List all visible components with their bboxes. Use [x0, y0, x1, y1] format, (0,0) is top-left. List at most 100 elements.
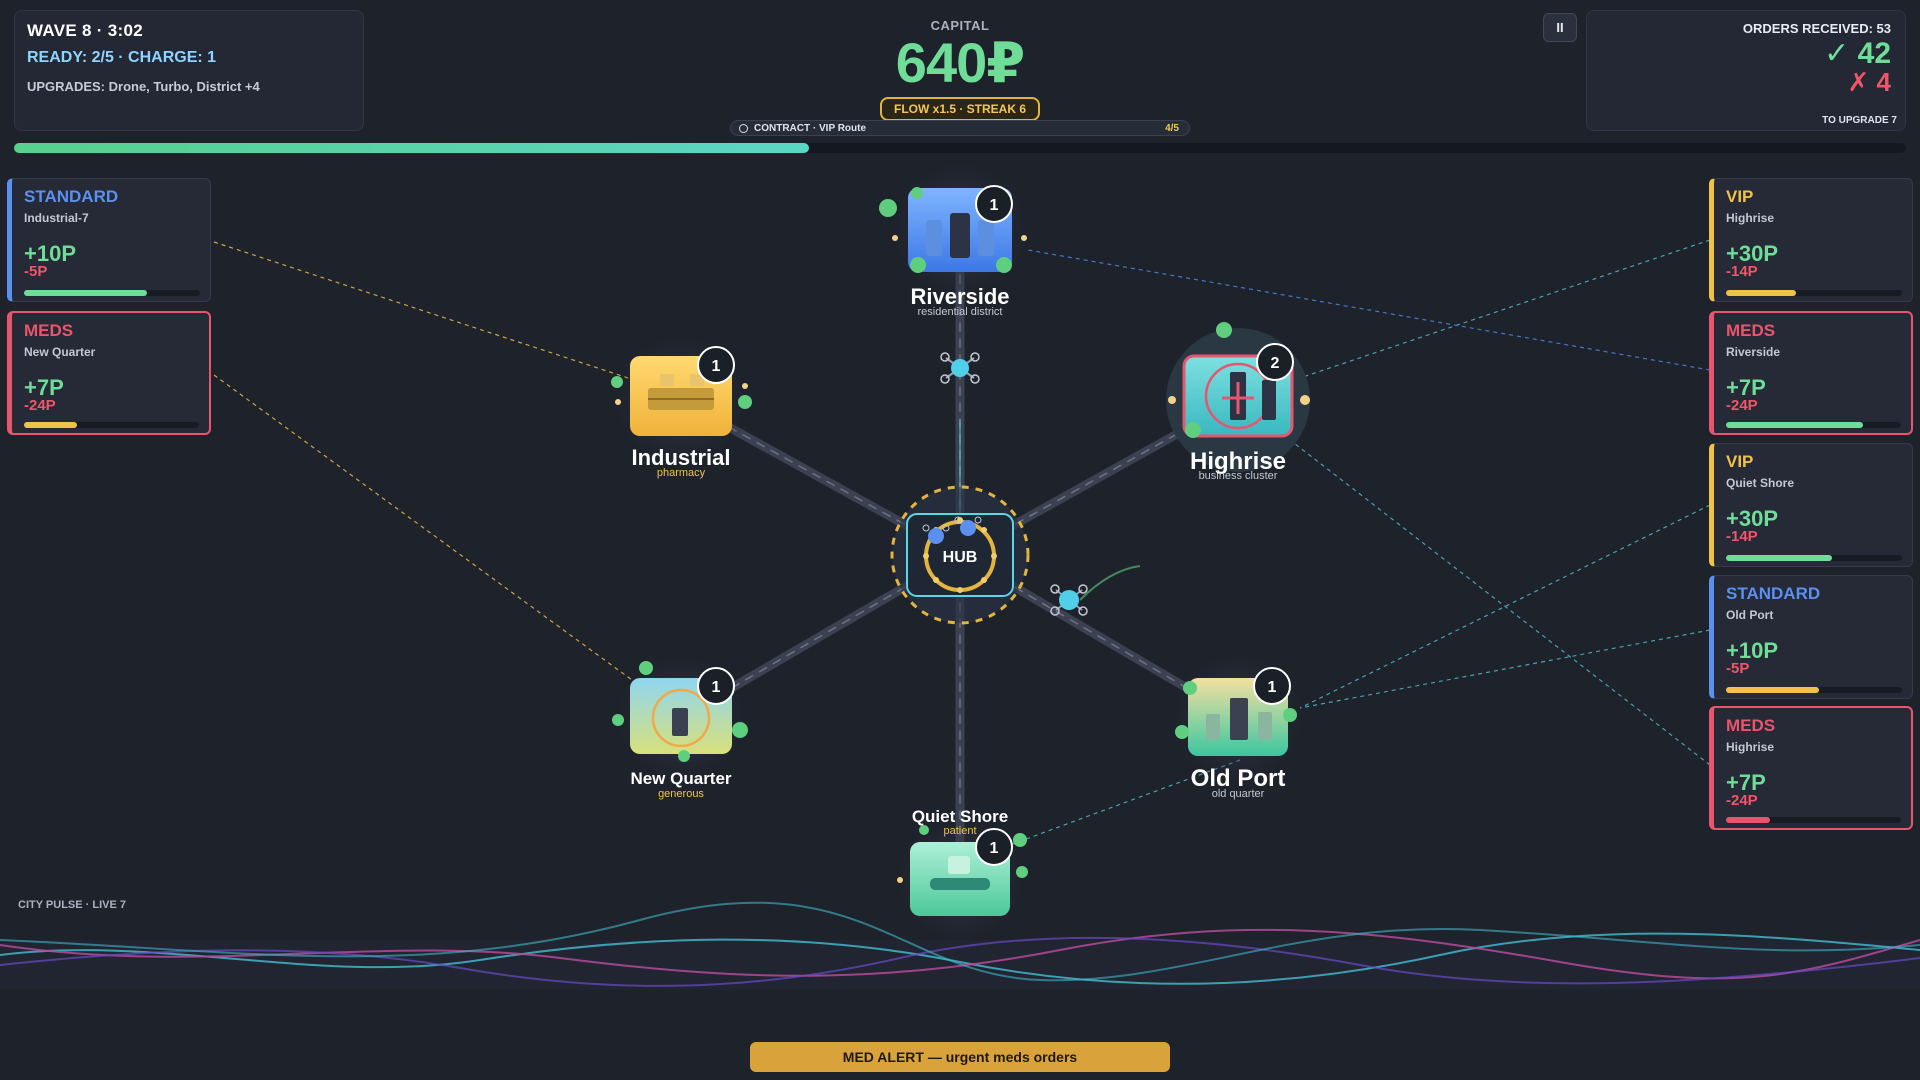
order-timer-bar — [1726, 817, 1901, 823]
district-subtitle-quiet-shore: patient — [943, 825, 977, 837]
order-timer-fill — [1726, 290, 1797, 296]
order-timer-bar — [1726, 290, 1902, 296]
drone-icon — [1050, 565, 1141, 616]
order-card[interactable]: STANDARD Industrial-7 +10P -5P — [7, 178, 211, 302]
order-type: STANDARD — [24, 187, 119, 206]
capital-display: CAPITAL 640₽ FLOW x1.5 · STREAK 6 — [760, 18, 1160, 121]
order-penalty: -24P — [24, 397, 56, 414]
district-badge: 1 — [697, 346, 735, 384]
svg-text:1: 1 — [990, 840, 999, 857]
order-card[interactable]: STANDARD Old Port +10P -5P — [1709, 575, 1913, 699]
order-timer-bar — [1726, 555, 1902, 561]
contract-ring-icon — [739, 124, 748, 133]
pause-button[interactable]: II — [1543, 13, 1577, 42]
orders-failed-count: ✗ 4 — [1847, 67, 1891, 97]
order-card[interactable]: MEDS New Quarter +7P -24P — [7, 311, 211, 435]
order-timer-fill — [1726, 817, 1770, 823]
orders-received-panel: ORDERS RECEIVED: 53 ✓ 42 ✗ 4 TO UPGRADE … — [1586, 10, 1906, 131]
district-badge: 2 — [1256, 343, 1294, 381]
order-timer-fill — [1726, 555, 1832, 561]
drone-icon — [922, 516, 982, 544]
order-reward: +10P — [24, 241, 76, 266]
order-penalty: -14P — [1726, 528, 1758, 545]
order-penalty: -24P — [1726, 792, 1758, 809]
order-card[interactable]: MEDS Highrise +7P -24P — [1709, 706, 1913, 830]
order-type: MEDS — [1726, 321, 1776, 340]
drone-icon — [940, 352, 980, 384]
order-timer-bar — [1726, 422, 1901, 428]
wave-progress-fill — [14, 143, 809, 153]
svg-text:1: 1 — [712, 679, 721, 696]
order-type: VIP — [1726, 187, 1754, 206]
order-card[interactable]: MEDS Riverside +7P -24P — [1709, 311, 1913, 435]
order-penalty: -5P — [24, 263, 48, 280]
svg-text:1: 1 — [712, 358, 721, 375]
district-riverside[interactable]: 1 — [879, 160, 1030, 300]
order-reward: +30P — [1726, 241, 1778, 266]
order-type: VIP — [1726, 452, 1754, 471]
order-destination: Highrise — [1726, 740, 1775, 754]
order-reward: +7P — [24, 375, 64, 400]
district-name-highrise: Highrise — [1189, 448, 1287, 475]
order-reward: +7P — [1726, 770, 1766, 795]
order-reward: +7P — [1726, 375, 1766, 400]
district-badge: 1 — [975, 185, 1013, 223]
capital-value: 640₽ — [895, 31, 1025, 94]
district-name-riverside: Riverside — [910, 284, 1010, 309]
order-timer-bar — [24, 422, 199, 428]
district-industrial[interactable]: 1 — [611, 332, 752, 468]
district-badge: 1 — [697, 667, 735, 705]
order-destination: Riverside — [1726, 345, 1781, 359]
svg-text:1: 1 — [990, 197, 999, 214]
contract-bar: CONTRACT · VIP Route 4/5 — [730, 120, 1190, 136]
order-destination: Old Port — [1726, 608, 1774, 622]
district-subtitle-highrise: business cluster — [1198, 470, 1278, 482]
hub[interactable]: HUB — [890, 485, 1030, 625]
order-destination: Industrial-7 — [24, 211, 89, 225]
orders-received-label: ORDERS RECEIVED: 53 — [1742, 21, 1891, 36]
order-timer-fill — [1726, 687, 1820, 693]
district-badge: 1 — [1253, 667, 1291, 705]
district-name-quiet-shore: Quiet Shore — [911, 807, 1009, 826]
capital-label: CAPITAL — [930, 18, 990, 33]
order-penalty: -24P — [1726, 397, 1758, 414]
order-type: MEDS — [24, 321, 74, 340]
order-reward: +30P — [1726, 506, 1778, 531]
flow-streak-badge: FLOW x1.5 · STREAK 6 — [879, 97, 1041, 121]
order-penalty: -14P — [1726, 263, 1758, 280]
med-alert-banner[interactable]: MED ALERT — urgent meds orders — [750, 1042, 1170, 1072]
district-name-industrial: Industrial — [631, 445, 731, 470]
district-highrise[interactable]: 2 — [1166, 322, 1310, 472]
order-reward: +10P — [1726, 638, 1778, 663]
district-quiet-shore[interactable]: 1 — [896, 816, 1028, 944]
order-card[interactable]: VIP Highrise +30P -14P — [1709, 178, 1913, 302]
order-timer-fill — [1726, 422, 1863, 428]
wave-status-panel: WAVE 8 · 3:02 READY: 2/5 · CHARGE: 1 UPG… — [14, 10, 364, 131]
hub-label: HUB — [943, 549, 978, 566]
to-upgrade-counter: TO UPGRADE 7 — [1822, 115, 1897, 126]
order-timer-fill — [24, 290, 148, 296]
contract-label: CONTRACT · VIP Route — [754, 123, 867, 134]
district-new-quarter[interactable]: 1 — [612, 652, 748, 784]
order-timer-bar — [24, 290, 200, 296]
svg-text:1: 1 — [1268, 679, 1277, 696]
orders-delivered-count: ✓ 42 — [1824, 37, 1891, 70]
district-subtitle-old-port: old quarter — [1211, 788, 1265, 800]
district-name-new-quarter: New Quarter — [630, 769, 732, 788]
contract-progress-count: 4/5 — [1165, 123, 1179, 134]
district-subtitle-industrial: pharmacy — [656, 467, 706, 479]
order-timer-bar — [1726, 687, 1902, 693]
district-subtitle-new-quarter: generous — [658, 788, 704, 800]
city-pulse-label: CITY PULSE · LIVE 7 — [18, 899, 126, 911]
wave-progress-bar — [14, 143, 1906, 153]
order-timer-fill — [24, 422, 77, 428]
district-old-port[interactable]: 1 — [1170, 650, 1306, 786]
order-destination: New Quarter — [24, 345, 96, 359]
district-badge: 1 — [975, 828, 1013, 866]
order-card[interactable]: VIP Quiet Shore +30P -14P — [1709, 443, 1913, 567]
order-destination: Highrise — [1726, 211, 1775, 225]
wave-timer: WAVE 8 · 3:02 — [27, 21, 144, 40]
order-type: STANDARD — [1726, 584, 1821, 603]
